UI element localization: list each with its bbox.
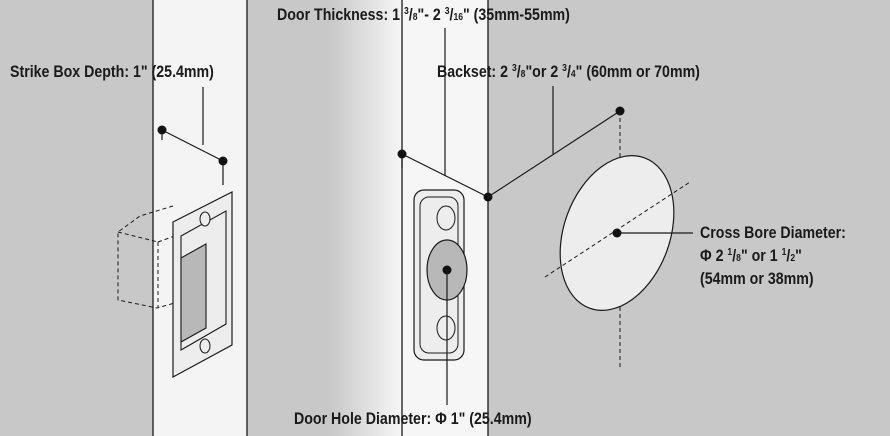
strike-box-depth-label: Strike Box Depth: 1" (25.4mm) xyxy=(10,63,214,81)
frac-num: 3 xyxy=(511,63,517,74)
frac-den: 4 xyxy=(570,69,576,80)
cross-bore-title: Cross Bore Diameter: xyxy=(700,224,846,242)
strike-depth-point-a xyxy=(157,125,167,135)
door-thickness-suffix: " (35mm-55mm) xyxy=(463,6,570,24)
backset-text: Backset: 2 xyxy=(437,63,512,81)
frac-den: 2 xyxy=(790,253,796,264)
backset-mid: "or 2 xyxy=(525,63,563,81)
cross-bore-metric: (54mm or 38mm) xyxy=(700,270,814,288)
door-thickness-point-a xyxy=(397,149,407,159)
strike-plate xyxy=(172,191,233,379)
frac-num: 1 xyxy=(781,247,787,258)
cross-bore-size-mid: " or 1 xyxy=(740,247,782,265)
frac-num: 1 xyxy=(727,247,733,258)
frac-den: 8 xyxy=(412,12,418,23)
strike-depth-point-b xyxy=(218,156,228,166)
latch-screw-hole-bottom xyxy=(436,315,456,341)
strike-screw-hole-bottom xyxy=(199,338,211,354)
backset-dimension xyxy=(487,86,621,198)
cross-bore-size: Φ 2 1/8" or 1 1/2" xyxy=(700,247,802,265)
latch-screw-hole-top xyxy=(436,205,456,231)
strike-screw-hole-top xyxy=(199,211,211,227)
frac-num: 3 xyxy=(562,63,567,74)
frac-den: 8 xyxy=(736,253,741,264)
door-hole-diameter-label: Door Hole Diameter: Φ 1" (25.4mm) xyxy=(294,410,532,428)
frac-den: 8 xyxy=(520,69,526,80)
latch-faceplate xyxy=(413,189,468,361)
frac-den: 16 xyxy=(453,12,464,23)
cross-bore-size-suffix: " xyxy=(795,247,802,265)
door-thickness-mid: "- 2 xyxy=(417,6,445,24)
frac-num: 3 xyxy=(444,6,450,17)
door-thickness-label: Door Thickness: 1 3/8"- 2 3/16" (35mm-55… xyxy=(277,6,570,24)
cross-bore-size-prefix: Φ 2 xyxy=(700,247,728,265)
backset-label: Backset: 2 3/8"or 2 3/4" (60mm or 70mm) xyxy=(437,63,700,81)
door-thickness-text: Door Thickness: 1 xyxy=(277,6,404,24)
frac-num: 3 xyxy=(403,6,409,17)
backset-suffix: " (60mm or 70mm) xyxy=(575,63,700,81)
strike-box-outline xyxy=(117,205,186,309)
cross-bore-label: Cross Bore Diameter: Φ 2 1/8" or 1 1/2" … xyxy=(700,222,846,291)
